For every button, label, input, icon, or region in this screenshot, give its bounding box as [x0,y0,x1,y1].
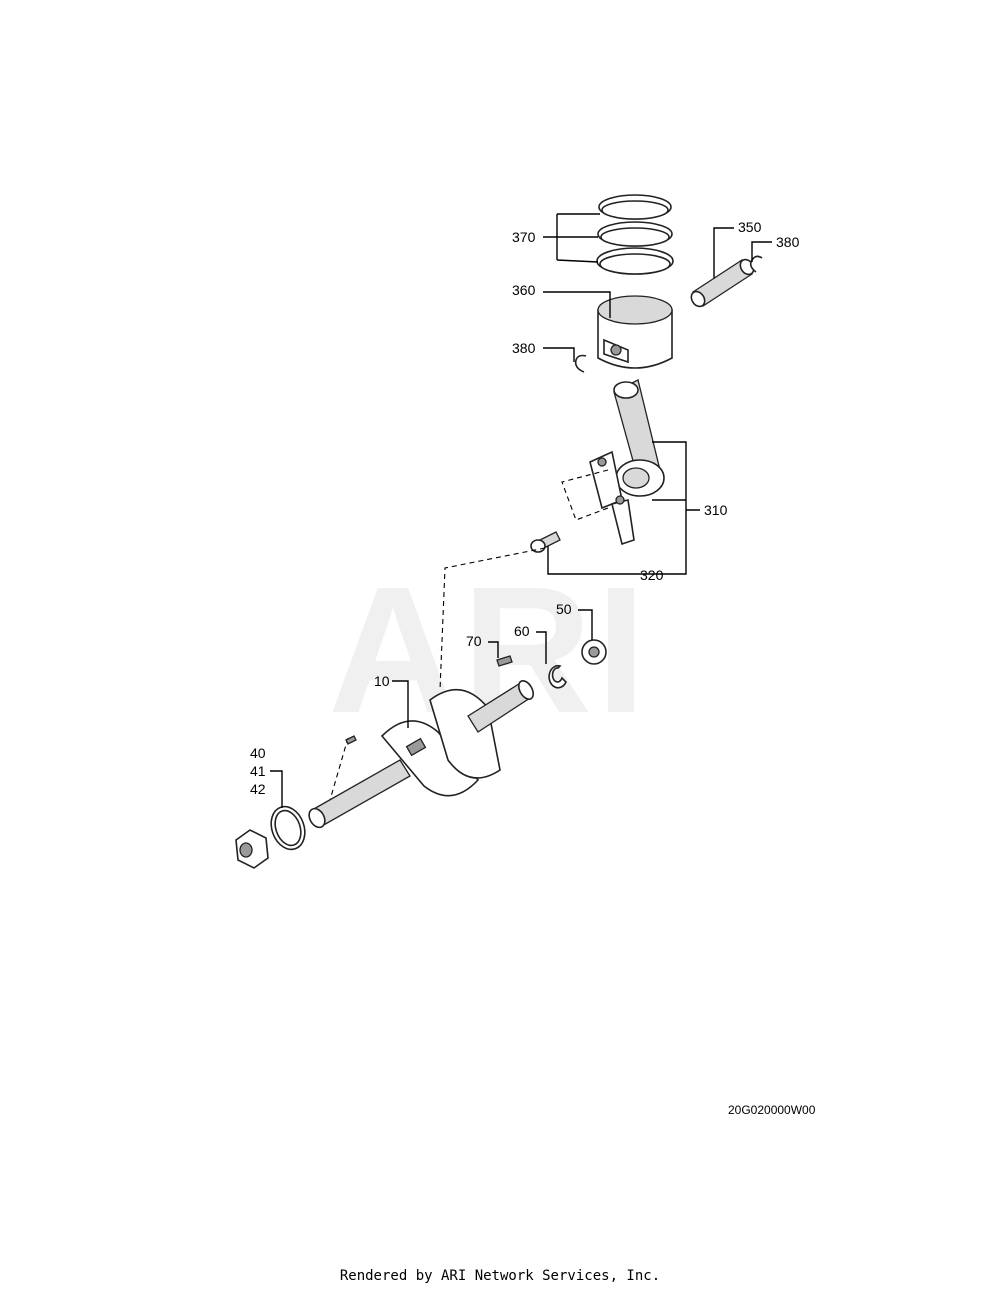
diagram-code: 20G020000W00 [728,1103,816,1117]
callout-labels: 370 350 380 360 380 310 320 50 60 70 10 … [250,219,800,797]
callout-41[interactable]: 41 [250,763,266,779]
key-part[interactable] [496,655,513,667]
callout-50[interactable]: 50 [556,601,572,617]
callout-360[interactable]: 360 [512,282,536,298]
leader-lines [270,213,772,808]
nut-part[interactable] [235,829,269,869]
callout-60[interactable]: 60 [514,623,530,639]
callout-370[interactable]: 370 [512,229,536,245]
callout-42[interactable]: 42 [250,781,266,797]
callout-350[interactable]: 350 [738,219,762,235]
callout-10[interactable]: 10 [374,673,390,689]
callout-320[interactable]: 320 [640,567,664,583]
footer-credit: Rendered by ARI Network Services, Inc. [339,1268,661,1284]
callout-380-left[interactable]: 380 [512,340,536,356]
flat-washer-part[interactable] [265,802,310,854]
assembly-guide-lines [329,469,609,801]
connecting-rod-part[interactable] [589,379,665,546]
callout-70[interactable]: 70 [466,633,482,649]
callout-380-top[interactable]: 380 [776,234,800,250]
callout-310[interactable]: 310 [704,502,728,518]
callout-40[interactable]: 40 [250,745,266,761]
piston-part[interactable] [597,295,673,369]
clip-left-part[interactable] [574,354,587,373]
rod-bolt-part[interactable] [530,531,561,553]
washer-part[interactable] [548,664,567,689]
crankshaft-part[interactable] [306,678,536,830]
bearing-part[interactable] [581,639,607,665]
piston-rings-part[interactable] [596,194,674,275]
piston-pin-part[interactable] [689,257,757,309]
